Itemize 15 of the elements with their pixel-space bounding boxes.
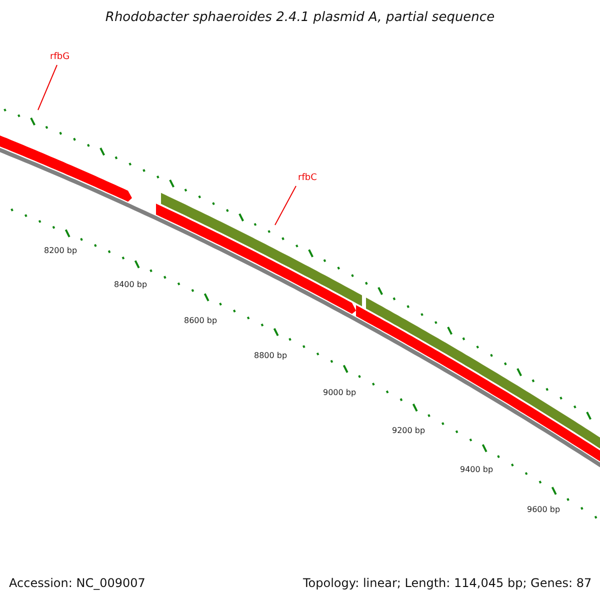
scale-label: 8600 bp (184, 316, 218, 325)
leader-line (38, 64, 58, 110)
scale-label: 8800 bp (254, 351, 288, 360)
scale-label: 9000 bp (323, 388, 356, 397)
gene-label: rfbC (298, 173, 317, 183)
scale-label: 9600 bp (527, 505, 560, 514)
scale-label: 9400 bp (460, 465, 494, 474)
gene-label: rfbG (50, 52, 70, 62)
leader-line (274, 186, 296, 226)
scale-label: 8400 bp (114, 280, 148, 289)
scale-label: 9200 bp (392, 426, 426, 435)
title: Rhodobacter sphaeroides 2.4.1 plasmid A, partial sequence (104, 10, 496, 25)
info-text: Accession: NC_009007 (9, 576, 146, 590)
info-text: Topology: linear; Length: 114,045 bp; Genes: 87 (303, 576, 592, 590)
scale-label: 8200 bp (44, 246, 78, 255)
